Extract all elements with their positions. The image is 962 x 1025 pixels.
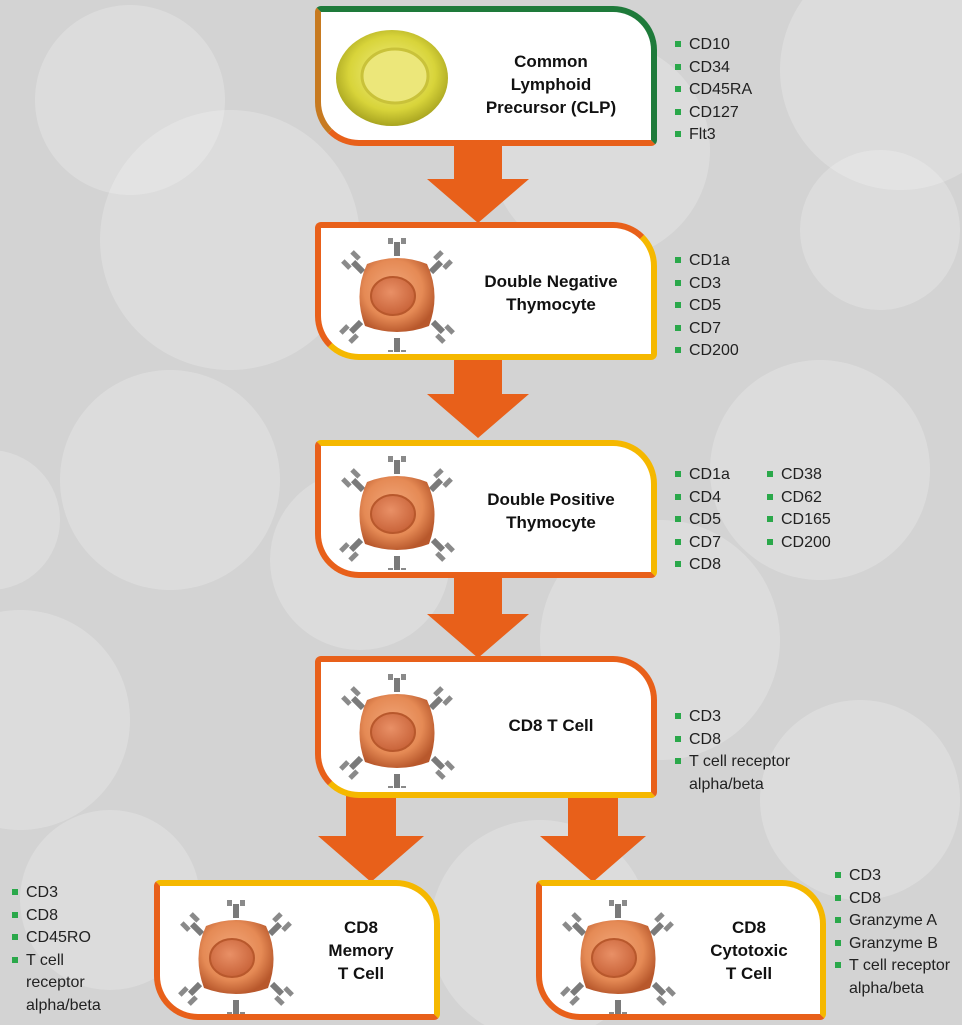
marker-list-double-positive-col2: CD38 CD62 CD165 CD200 — [765, 464, 831, 554]
arrow-dn-to-dp — [427, 360, 529, 438]
marker-item: CD127 — [673, 102, 752, 125]
marker-item: Granzyme B — [833, 933, 961, 956]
marker-item: CD4 — [673, 487, 730, 510]
marker-item: CD34 — [673, 57, 752, 80]
arrow-cd8-to-memory — [318, 796, 424, 882]
marker-item: CD10 — [673, 34, 752, 57]
marker-item: CD165 — [765, 509, 831, 532]
stage-card-cd8-cytotoxic: CD8 Cytotoxic T Cell — [536, 880, 826, 1020]
marker-item: CD8 — [833, 888, 961, 911]
marker-item: CD7 — [673, 318, 739, 341]
marker-item: CD38 — [765, 464, 831, 487]
thymocyte-cell-icon — [337, 456, 457, 570]
marker-item: Granzyme A — [833, 910, 961, 933]
marker-item: T cell receptor alpha/beta — [833, 955, 961, 1000]
marker-item: CD45RO — [10, 927, 100, 950]
marker-list-clp: CD10 CD34 CD45RA CD127 Flt3 — [673, 34, 752, 147]
marker-item: CD7 — [673, 532, 730, 555]
marker-item: CD3 — [673, 273, 739, 296]
marker-item: CD3 — [833, 865, 961, 888]
marker-item: CD1a — [673, 250, 739, 273]
thymocyte-cell-icon — [337, 238, 457, 352]
marker-item: T cell receptor alpha/beta — [10, 950, 101, 1018]
stage-title-cd8-cytotoxic: CD8 Cytotoxic T Cell — [710, 918, 788, 983]
marker-list-double-positive-col1: CD1a CD4 CD5 CD7 CD8 — [673, 464, 730, 577]
marker-item: CD200 — [765, 532, 831, 555]
marker-item: CD5 — [673, 509, 730, 532]
marker-item: T cell receptor alpha/beta — [673, 751, 823, 796]
arrow-dp-to-cd8 — [427, 576, 529, 658]
marker-item: CD8 — [673, 729, 823, 752]
marker-item: CD1a — [673, 464, 730, 487]
arrow-clp-to-dn — [427, 143, 529, 223]
marker-list-cd8-memory: CD3 CD8 CD45RO T cell receptor alpha/bet… — [10, 882, 101, 1018]
stage-card-double-positive: Double Positive Thymocyte — [315, 440, 657, 578]
stage-card-double-negative: Double Negative Thymocyte — [315, 222, 657, 360]
marker-item: CD3 — [673, 706, 823, 729]
cytotoxic-t-cell-icon — [558, 900, 678, 1014]
clp-cell-icon — [336, 30, 448, 126]
memory-t-cell-icon — [176, 900, 296, 1014]
marker-item: CD200 — [673, 340, 739, 363]
stage-title-double-negative: Double Negative Thymocyte — [484, 272, 618, 314]
marker-list-cd8-cytotoxic: CD3 CD8 Granzyme A Granzyme B T cell rec… — [833, 865, 961, 1000]
stage-title-clp: Common Lymphoid Precursor (CLP) — [485, 52, 617, 117]
stage-title-cd8-memory: CD8 Memory T Cell — [328, 918, 394, 983]
marker-item: CD3 — [10, 882, 100, 905]
marker-item: CD5 — [673, 295, 739, 318]
stage-title-double-positive: Double Positive Thymocyte — [487, 490, 615, 532]
arrow-cd8-to-cytotoxic — [540, 796, 646, 882]
stage-card-clp: Common Lymphoid Precursor (CLP) — [315, 6, 657, 146]
marker-item: CD62 — [765, 487, 831, 510]
marker-item: CD8 — [10, 905, 100, 928]
stage-title-cd8-t-cell: CD8 T Cell — [508, 716, 594, 735]
t-cell-icon — [337, 674, 457, 788]
stage-card-cd8-memory: CD8 Memory T Cell — [154, 880, 440, 1020]
marker-item: CD8 — [673, 554, 730, 577]
marker-list-cd8-t-cell: CD3 CD8 T cell receptor alpha/beta — [673, 706, 823, 796]
marker-item: CD45RA — [673, 79, 752, 102]
marker-item: Flt3 — [673, 124, 752, 147]
stage-card-cd8-t-cell: CD8 T Cell — [315, 656, 657, 798]
marker-list-double-negative: CD1a CD3 CD5 CD7 CD200 — [673, 250, 739, 363]
